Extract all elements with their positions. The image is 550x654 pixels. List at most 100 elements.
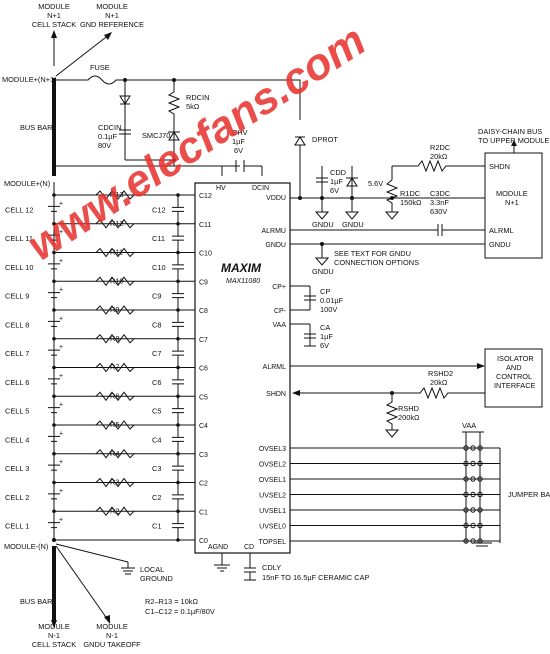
cdcin-value2: 80V [98, 141, 111, 150]
box-pin-alrml: ALRML [489, 226, 514, 235]
ic-pin-sel: OVSEL1 [259, 477, 286, 484]
ic-pin-c6: C6 [199, 366, 208, 373]
module-n1-cellstack-l2: N+1 [47, 11, 61, 20]
note-caps: C1–C12 = 0.1µF/80V [145, 607, 215, 616]
svg-text:+: + [59, 373, 63, 380]
pin-hv: HV [216, 185, 226, 192]
rdcin-label: RDCIN [186, 93, 209, 102]
cap-label: C5 [152, 407, 161, 416]
local-ground-l2: GROUND [140, 574, 173, 583]
ic-pin-right: VAA [273, 322, 287, 329]
cap-label: C10 [152, 263, 166, 272]
cdd-value1: 1µF [330, 177, 343, 186]
cell-label: CELL 6 [5, 378, 29, 387]
bottom-cellstack-l1: MODULE [38, 622, 70, 631]
dprot-diode-icon [294, 136, 306, 146]
ic-right-pins: VDDUALRMUGNDUCP+CP-VAAALRMLSHDNOVSEL3OVS… [259, 195, 287, 546]
rdcin-value: 5kΩ [186, 102, 200, 111]
svg-text:+: + [59, 430, 63, 437]
pin-cd: CD [244, 544, 254, 551]
cap-label: C11 [152, 234, 165, 243]
cell-label: CELL 1 [5, 522, 29, 531]
dprot-label: DPROT [312, 135, 338, 144]
module-n1-gnd-l2: N+1 [105, 11, 119, 20]
gnd-zener-icon [344, 211, 360, 220]
ic-pin-right: GNDU [265, 242, 286, 249]
ic-pin-right: VDDU [266, 195, 286, 202]
bottom-cellstack-l3: CELL STACK [32, 640, 76, 649]
ic-pin-c1: C1 [199, 509, 208, 516]
ic-pin-c4: C4 [199, 423, 208, 430]
module-n-label: MODULE+(N) [4, 179, 50, 188]
cell-label: CELL 7 [5, 349, 29, 358]
rshd-label: RSHD [398, 404, 419, 413]
cap-label: C6 [152, 378, 161, 387]
resistor-label: R11 [110, 248, 123, 257]
module-n1-cellstack-l1: MODULE [38, 2, 70, 11]
cap-label: C3 [152, 464, 161, 473]
zener-icon [346, 177, 358, 187]
cell-label: CELL 10 [5, 263, 34, 272]
isolator-l2: AND [506, 363, 522, 372]
r2dc-resistor [392, 159, 485, 173]
svg-text:+: + [59, 517, 63, 524]
svg-text:+: + [59, 315, 63, 322]
isolator-l4: INTERFACE [494, 381, 536, 390]
local-ground-l1: LOCAL [140, 565, 164, 574]
ic-pin-c12: C12 [199, 193, 212, 200]
cp-value2: 100V [320, 305, 337, 314]
rshd2-value: 20kΩ [430, 378, 448, 387]
gnd-zener-label: GNDU [342, 220, 364, 229]
cdd-label: CDD [330, 168, 346, 177]
chv-value2: 6V [234, 146, 243, 155]
ic-part: MAX11080 [226, 278, 260, 285]
ca-value1: 1µF [320, 332, 333, 341]
c3dc-label: C3DC [430, 189, 451, 198]
ic-pin-c9: C9 [199, 279, 208, 286]
cell-label: CELL 2 [5, 493, 29, 502]
cap-label: C8 [152, 320, 161, 329]
cap-label: C7 [152, 349, 161, 358]
box-pin-gndu: GNDU [489, 240, 511, 249]
ic-pin-sel: OVSEL3 [259, 446, 286, 453]
module-n1-gnd-l1: MODULE [96, 2, 128, 11]
ic-pin-c10: C10 [199, 251, 212, 258]
bottom-cellstack-l2: N-1 [48, 631, 60, 640]
rshd-resistor [385, 393, 399, 430]
daisy-chain-l1: DAISY-CHAIN BUS [478, 127, 542, 136]
cdcin-label: CDCIN [98, 123, 121, 132]
box-pin-shdn: SHDN [489, 162, 510, 171]
gnd-note-l2: CONNECTION OPTIONS [334, 258, 419, 267]
cap-label: C1 [152, 522, 161, 531]
gnd-cdd-label: GNDU [312, 220, 334, 229]
top-module-labels: MODULE N+1 CELL STACK MODULE N+1 GND REF… [32, 2, 144, 77]
cap-label: C4 [152, 435, 161, 444]
bottom-gnd-l1: MODULE [96, 622, 128, 631]
diode-1-icon [119, 95, 131, 105]
r1dc-label: R1DC [400, 189, 421, 198]
ic-pin-c11: C11 [199, 222, 211, 229]
fuse-and-rail [54, 75, 301, 120]
isolator-l1: ISOLATOR [497, 354, 534, 363]
cdcin-value1: 0.1µF [98, 132, 118, 141]
svg-text:+: + [59, 488, 63, 495]
note-resistors: R2–R13 = 10kΩ [145, 597, 198, 606]
isolator-l3: CONTROL [496, 372, 532, 381]
arrow-gnd-ref [55, 33, 111, 77]
cell-label: CELL 9 [5, 292, 29, 301]
ca-value2: 6V [320, 341, 329, 350]
module-minus-n-label: MODULE-(N) [4, 542, 48, 551]
svg-text:+: + [59, 229, 63, 236]
ic-pin-c3: C3 [199, 452, 208, 459]
cap-label: C9 [152, 292, 161, 301]
smcj70-label: SMCJ70 [142, 131, 170, 140]
cell-label: CELL 5 [5, 407, 29, 416]
svg-text:+: + [59, 459, 63, 466]
rshd2-label: RSHD2 [428, 369, 453, 378]
c3dc-value2: 630V [430, 207, 447, 216]
gnd-note-gnd: GNDU [312, 267, 334, 276]
